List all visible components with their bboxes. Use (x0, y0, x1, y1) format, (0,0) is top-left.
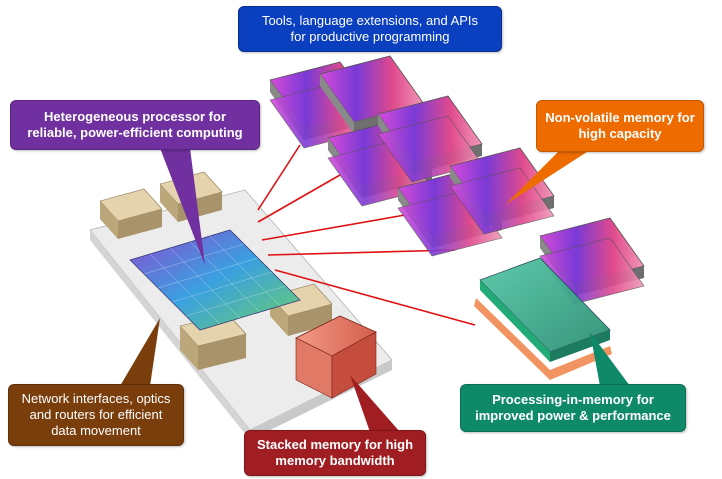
tools-line-2: for productive programming (290, 29, 450, 44)
pim-line-1: Processing-in-memory for (492, 392, 654, 407)
pim-callout: Processing-in-memory for improved power … (460, 384, 686, 432)
pointer-nvm (505, 150, 590, 205)
pim-line-2: improved power & performance (475, 408, 671, 423)
nvm-line-1: Non-volatile memory for (545, 110, 695, 125)
hetero-line-1: Heterogeneous processor for (43, 109, 227, 124)
stacked-line-1: Stacked memory for high (256, 437, 414, 452)
nvm-stack (449, 147, 555, 235)
stacked-memory-callout: Stacked memory for high memory bandwidth (244, 430, 426, 476)
nonvolatile-callout: Non-volatile memory for high capacity (536, 100, 704, 152)
nvm-stacks (269, 55, 645, 305)
pointer-network (120, 318, 160, 386)
stacked-line-2: memory bandwidth (275, 453, 395, 468)
heterogeneous-callout: Heterogeneous processor for reliable, po… (10, 100, 260, 150)
network-line-2: and routers for efficient (29, 407, 163, 422)
pointer-pim (590, 332, 630, 386)
network-callout: Network interfaces, optics and routers f… (8, 384, 184, 446)
pointer-hetero (160, 148, 205, 265)
network-line-1: Network interfaces, optics (21, 391, 171, 406)
stacked-memory (295, 315, 377, 399)
hetero-line-2: reliable, power-efficient computing (27, 125, 243, 140)
tools-line-1: Tools, language extensions, and APIs (261, 13, 479, 28)
board-edge (90, 230, 250, 440)
nvm-line-2: high capacity (578, 126, 662, 141)
pointer-stacked (350, 375, 400, 432)
tools-callout: Tools, language extensions, and APIs for… (238, 6, 502, 52)
link-lines (257, 144, 476, 326)
pim-stack (474, 257, 612, 380)
network-line-3: data movement (51, 423, 141, 438)
